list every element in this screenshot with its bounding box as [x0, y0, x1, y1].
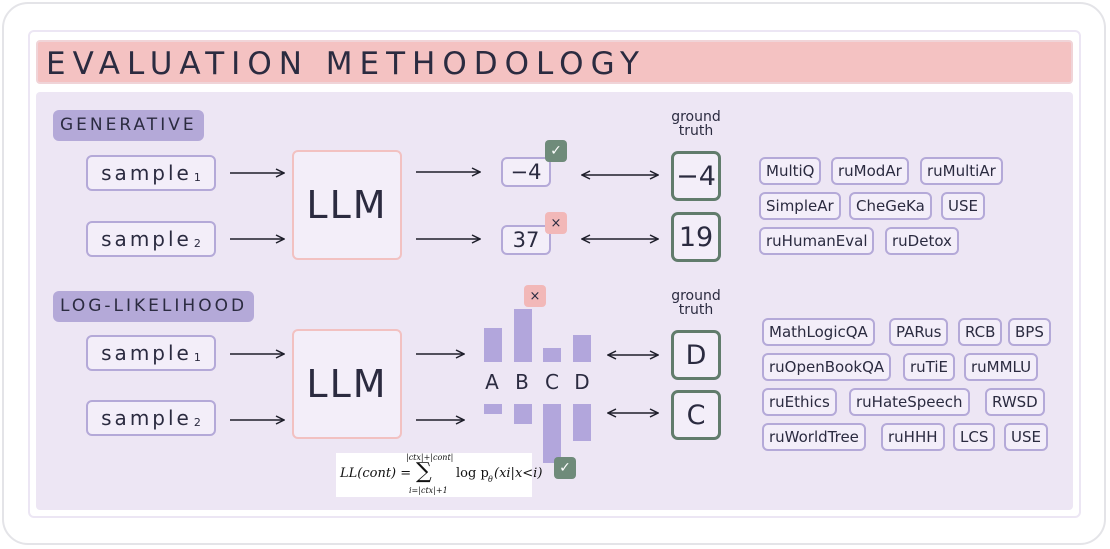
gen-answer-2: 37 — [501, 225, 551, 255]
check-icon: ✓ — [554, 457, 576, 479]
option-letter-c: C — [545, 370, 559, 394]
loglikelihood-tag: LOG-LIKELIHOOD — [53, 291, 255, 322]
gen-sample-1-text: sample — [101, 161, 192, 185]
prob-bar-sample1-a — [484, 328, 502, 362]
benchmark-chip: ruTiE — [903, 353, 956, 381]
benchmark-chip: ruOpenBookQA — [762, 353, 892, 381]
prob-bar-sample2-c — [543, 404, 561, 463]
ll-sample-1-sub: 1 — [193, 350, 201, 364]
formula-log: log p — [456, 466, 489, 481]
benchmark-chip: BPS — [1008, 318, 1051, 346]
gen-llm-box: LLM — [292, 150, 402, 260]
gen-sample-2-sub: 2 — [193, 236, 201, 250]
gen-truth-2: 19 — [671, 212, 721, 262]
ll-sample-1-text: sample — [101, 341, 192, 365]
prob-bar-sample1-b — [514, 309, 532, 362]
option-letter-d: D — [574, 370, 590, 394]
page-title: EVALUATION METHODOLOGY — [46, 46, 646, 82]
option-letter-b: B — [515, 370, 529, 394]
benchmark-chip: ruHumanEval — [759, 227, 875, 255]
option-letter-a: A — [485, 370, 499, 394]
benchmark-chip: RWSD — [985, 388, 1045, 416]
prob-bar-sample2-a — [484, 404, 502, 414]
log-likelihood-formula: LL(cont) = |ctx|+|cont| ∑ i=|ctx|+1 log … — [336, 453, 542, 497]
prob-bar-sample2-b — [514, 404, 532, 424]
gen-truth-1: −4 — [671, 151, 721, 201]
benchmark-chip: LCS — [953, 423, 996, 451]
prob-bar-sample2-d — [573, 404, 591, 441]
benchmark-chip: USE — [1004, 423, 1048, 451]
benchmark-chip: ruWorldTree — [762, 423, 866, 451]
benchmark-chip: MultiQ — [759, 157, 822, 185]
formula-args: (xi|x<i) — [494, 466, 543, 481]
benchmark-chip: CheGeKa — [849, 192, 932, 220]
benchmark-chip: MathLogicQA — [762, 318, 875, 346]
benchmark-chip: PARus — [889, 318, 949, 346]
formula-lhs: LL(cont) = — [340, 466, 412, 481]
ll-sample-2-text: sample — [101, 406, 192, 430]
ll-truth-2: C — [671, 390, 721, 440]
ll-truth-1: D — [671, 330, 721, 380]
benchmark-chip: ruEthics — [762, 388, 837, 416]
gen-ground-truth-label: ground truth — [671, 109, 721, 139]
benchmark-chip: ruDetox — [885, 227, 959, 255]
formula-lower-limit: i=|ctx|+1 — [409, 486, 448, 495]
inner-frame — [28, 30, 1081, 518]
gen-sample-1-sub: 1 — [193, 170, 201, 184]
prob-bar-sample1-d — [573, 335, 591, 362]
check-icon: ✓ — [545, 140, 567, 162]
ll-sample-2-sub: 2 — [193, 415, 201, 429]
benchmark-chip: ruHateSpeech — [849, 388, 970, 416]
title-bar: EVALUATION METHODOLOGY — [36, 40, 1073, 84]
ll-ground-truth-label: ground truth — [671, 288, 721, 318]
formula-theta: θ — [488, 475, 493, 484]
benchmark-chip: SimpleAr — [759, 192, 841, 220]
benchmark-chip: RCB — [958, 318, 1003, 346]
benchmark-chip: ruModAr — [831, 157, 909, 185]
formula-upper-limit: |ctx|+|cont| — [406, 453, 454, 462]
ll-llm-box: LLM — [292, 329, 402, 439]
formula-sum-symbol: ∑ — [416, 459, 432, 484]
benchmark-chip: ruHHH — [881, 423, 945, 451]
benchmark-chip: ruMultiAr — [920, 157, 1003, 185]
cross-icon: × — [545, 212, 567, 234]
cross-icon: × — [524, 285, 546, 307]
benchmark-chip: ruMMLU — [964, 353, 1039, 381]
gen-answer-1: −4 — [501, 157, 551, 187]
generative-tag: GENERATIVE — [53, 110, 204, 141]
prob-bar-sample1-c — [543, 348, 561, 362]
gen-sample-2-text: sample — [101, 227, 192, 251]
benchmark-chip: USE — [941, 192, 985, 220]
